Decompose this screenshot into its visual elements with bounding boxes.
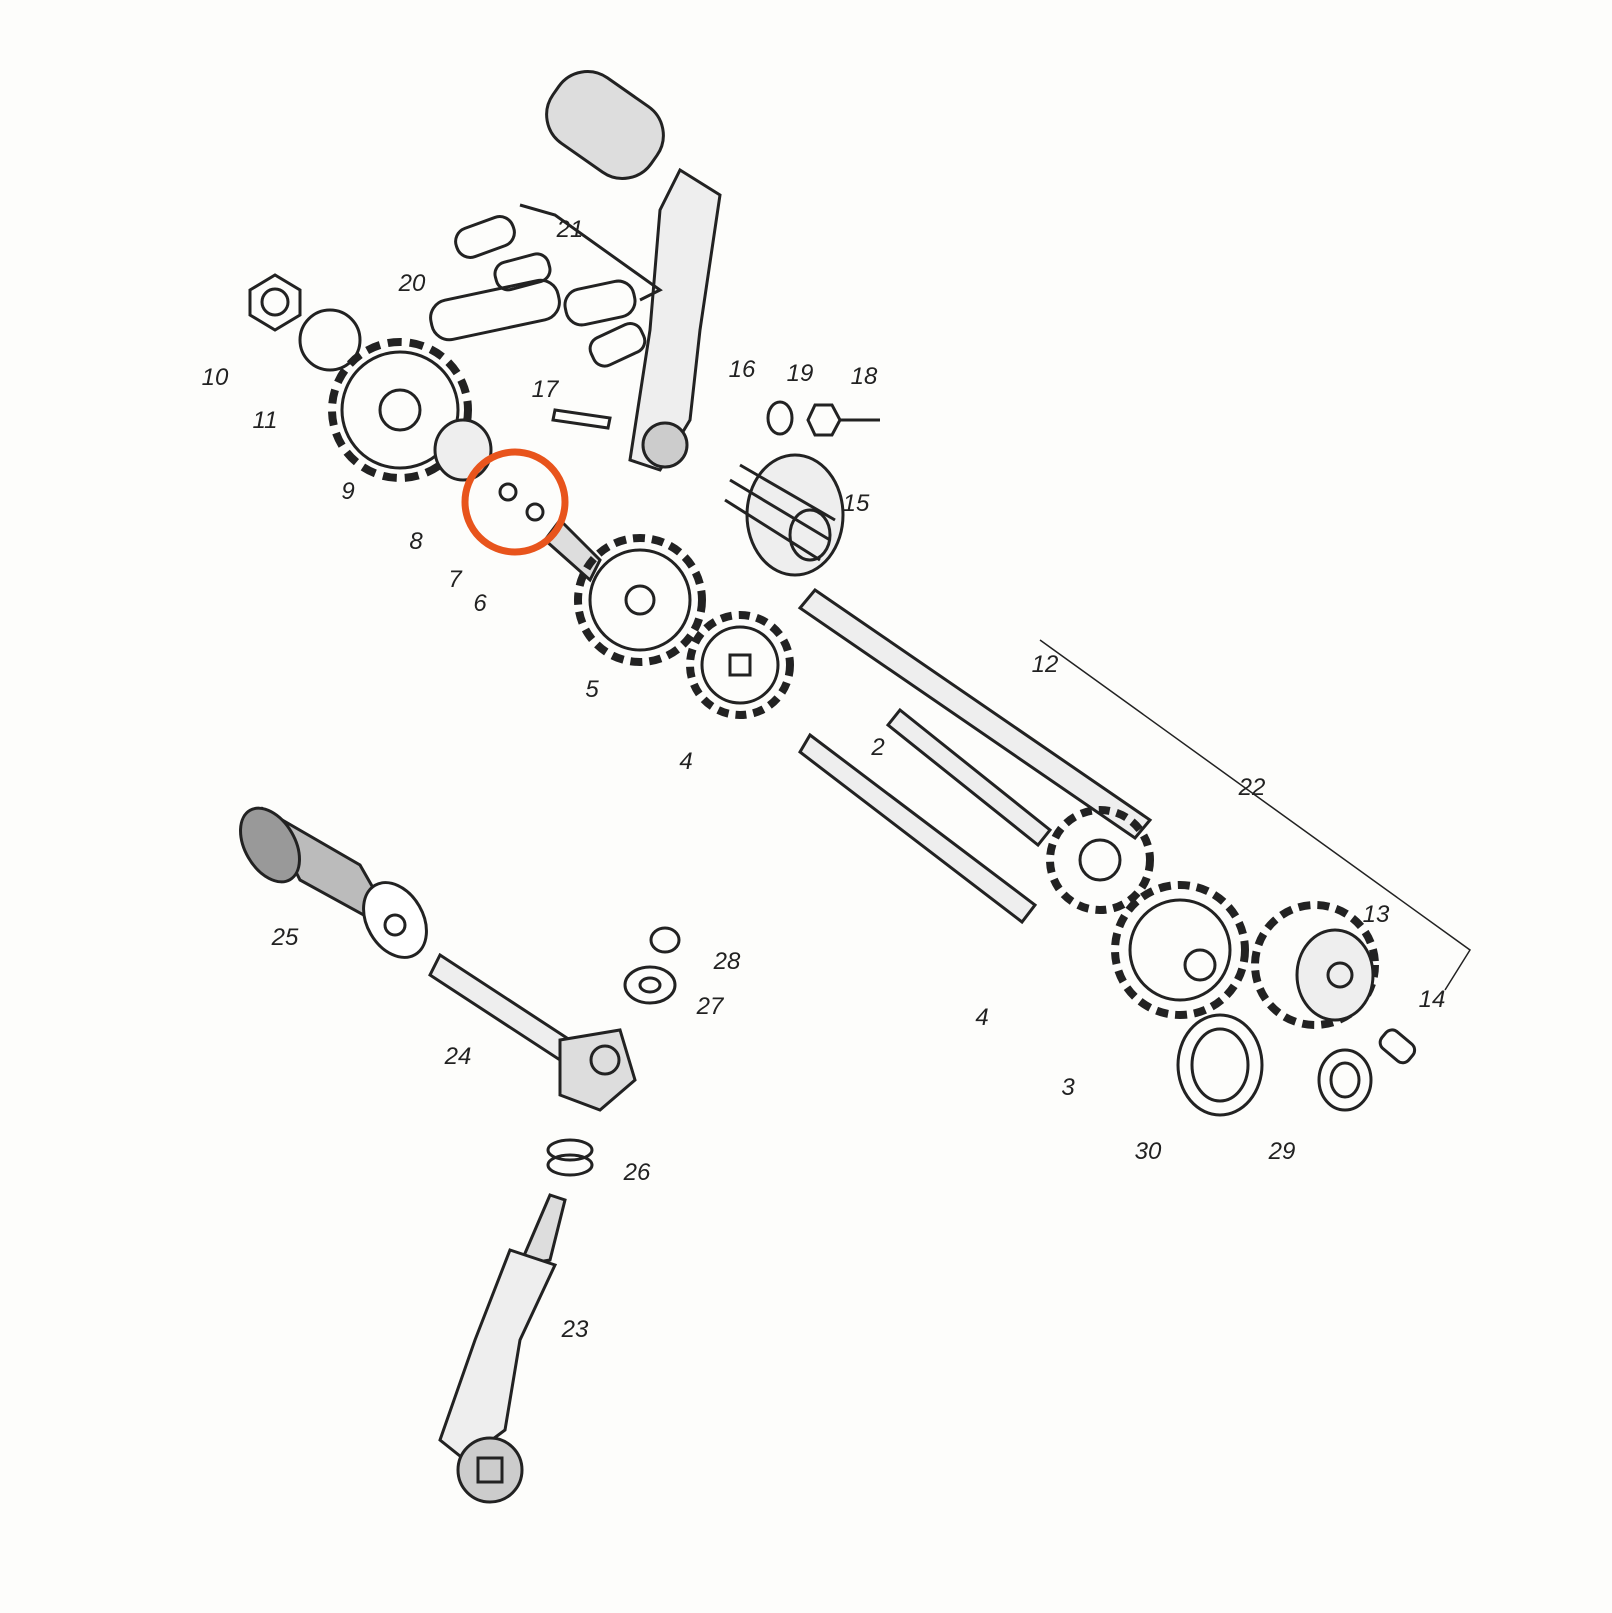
label-5: 5	[585, 676, 599, 703]
nut-18	[806, 403, 842, 437]
label-11: 11	[252, 407, 278, 434]
highlight-circle	[461, 448, 569, 556]
label-3: 3	[1061, 1074, 1075, 1101]
label-28: 28	[713, 948, 741, 975]
label-21: 21	[556, 216, 584, 243]
sprocket-9	[328, 338, 472, 482]
washer-27	[623, 965, 677, 1005]
shaft-2	[885, 707, 1053, 848]
chain-links-20-21	[429, 203, 663, 368]
label-27: 27	[696, 993, 724, 1020]
spring-26	[546, 1138, 594, 1162]
footpeg-rubber-25	[239, 806, 428, 959]
label-29: 29	[1268, 1138, 1296, 1165]
label-4-lower: 4	[975, 1004, 989, 1031]
gear-4-lower	[1046, 806, 1154, 914]
label-14: 14	[1418, 986, 1446, 1013]
nut-10	[248, 273, 302, 332]
lock-washer-11	[298, 308, 362, 372]
label-19: 19	[786, 360, 814, 387]
shaft-12	[797, 587, 1153, 841]
label-12: 12	[1031, 651, 1059, 678]
pin-17	[551, 408, 612, 430]
label-4: 4	[679, 748, 693, 775]
label-22: 22	[1238, 774, 1266, 801]
label-9: 9	[341, 478, 355, 505]
label-18: 18	[850, 363, 878, 390]
label-13: 13	[1362, 901, 1390, 928]
label-23: 23	[561, 1316, 589, 1343]
washer-29	[1317, 1048, 1373, 1112]
label-30: 30	[1134, 1138, 1162, 1165]
gear-4-upper	[686, 611, 794, 719]
label-17: 17	[531, 376, 559, 403]
label-20: 20	[398, 270, 426, 297]
kickstart-lever-16	[545, 70, 722, 472]
label-10: 10	[201, 364, 229, 391]
label-25: 25	[271, 924, 299, 951]
gear-5	[542, 517, 706, 666]
part-6	[525, 502, 545, 522]
label-2: 2	[871, 734, 885, 761]
washer-30	[1176, 1013, 1264, 1117]
gear-13	[1251, 901, 1379, 1029]
washer-19	[766, 400, 794, 436]
bushing-8	[433, 418, 493, 482]
label-7: 7	[448, 566, 462, 593]
label-8: 8	[409, 528, 423, 555]
label-15: 15	[842, 490, 870, 517]
label-24: 24	[444, 1043, 472, 1070]
mainshaft	[798, 732, 1038, 925]
part-7	[498, 482, 518, 502]
gear-3	[1111, 881, 1249, 1019]
label-6: 6	[473, 590, 487, 617]
lever-23	[438, 1193, 567, 1504]
label-16: 16	[728, 356, 756, 383]
pin-14	[1378, 1028, 1417, 1065]
clip-28	[649, 926, 681, 954]
label-26: 26	[623, 1159, 651, 1186]
bracket-22	[1039, 639, 1472, 991]
spring-15	[724, 453, 845, 577]
